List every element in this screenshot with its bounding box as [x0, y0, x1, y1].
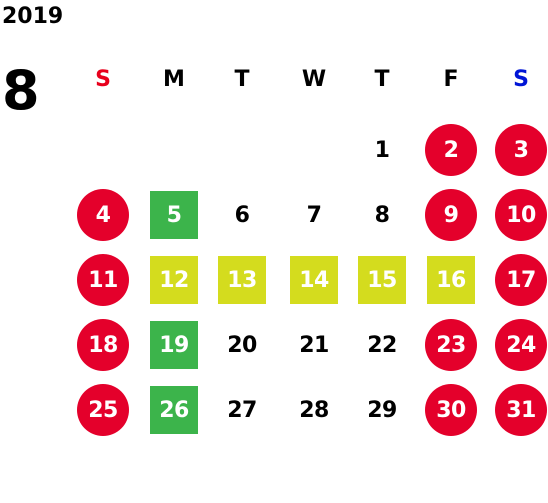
yellow-marked-day-number: 12	[150, 256, 198, 304]
weekday-header: W	[301, 67, 327, 92]
weekday-header: F	[443, 67, 459, 92]
holiday-day-number: 10	[495, 189, 547, 241]
day-cell[interactable]: 30	[423, 382, 479, 438]
weekday-header: M	[163, 67, 185, 92]
day-cell[interactable]: 1	[354, 122, 410, 178]
holiday-day-number: 9	[425, 189, 477, 241]
holiday-day-number: 11	[77, 254, 129, 306]
day-cell[interactable]: 11	[75, 252, 131, 308]
holiday-day-number: 3	[495, 124, 547, 176]
day-cell[interactable]: 6	[214, 187, 270, 243]
green-marked-day-number: 19	[150, 321, 198, 369]
day-number: 1	[374, 137, 390, 163]
day-number: 6	[234, 202, 250, 228]
day-cell[interactable]: 26	[146, 382, 202, 438]
calendar-year: 2019	[2, 4, 64, 29]
weekday-header: S	[513, 67, 529, 92]
day-number: 21	[299, 332, 329, 358]
day-cell[interactable]: 21	[286, 317, 342, 373]
weekday-header: T	[234, 67, 250, 92]
day-cell[interactable]: 15	[354, 252, 410, 308]
day-cell[interactable]: 19	[146, 317, 202, 373]
day-cell[interactable]: 12	[146, 252, 202, 308]
day-cell[interactable]: 27	[214, 382, 270, 438]
day-number: 7	[306, 202, 322, 228]
day-cell[interactable]: 31	[493, 382, 548, 438]
day-cell[interactable]: 25	[75, 382, 131, 438]
day-cell[interactable]: 7	[286, 187, 342, 243]
calendar-month: 8	[2, 59, 40, 122]
holiday-day-number: 31	[495, 384, 547, 436]
day-number: 27	[227, 397, 257, 423]
day-cell[interactable]: 16	[423, 252, 479, 308]
day-cell[interactable]: 4	[75, 187, 131, 243]
weekday-header: T	[374, 67, 390, 92]
holiday-day-number: 2	[425, 124, 477, 176]
holiday-day-number: 25	[77, 384, 129, 436]
holiday-day-number: 30	[425, 384, 477, 436]
weekday-header: S	[95, 67, 111, 92]
holiday-day-number: 4	[77, 189, 129, 241]
day-cell[interactable]: 20	[214, 317, 270, 373]
day-cell[interactable]: 18	[75, 317, 131, 373]
day-cell[interactable]: 29	[354, 382, 410, 438]
day-cell[interactable]: 5	[146, 187, 202, 243]
day-cell[interactable]: 17	[493, 252, 548, 308]
green-marked-day-number: 26	[150, 386, 198, 434]
yellow-marked-day-number: 16	[427, 256, 475, 304]
day-number: 8	[374, 202, 390, 228]
day-cell[interactable]: 28	[286, 382, 342, 438]
day-cell[interactable]: 9	[423, 187, 479, 243]
green-marked-day-number: 5	[150, 191, 198, 239]
day-cell[interactable]: 10	[493, 187, 548, 243]
day-cell[interactable]: 2	[423, 122, 479, 178]
day-number: 29	[367, 397, 397, 423]
yellow-marked-day-number: 13	[218, 256, 266, 304]
day-number: 28	[299, 397, 329, 423]
yellow-marked-day-number: 14	[290, 256, 338, 304]
day-cell[interactable]: 23	[423, 317, 479, 373]
day-number: 22	[367, 332, 397, 358]
day-cell[interactable]: 24	[493, 317, 548, 373]
day-cell[interactable]: 13	[214, 252, 270, 308]
day-cell[interactable]: 14	[286, 252, 342, 308]
holiday-day-number: 24	[495, 319, 547, 371]
holiday-day-number: 23	[425, 319, 477, 371]
yellow-marked-day-number: 15	[358, 256, 406, 304]
day-cell[interactable]: 22	[354, 317, 410, 373]
holiday-day-number: 17	[495, 254, 547, 306]
holiday-day-number: 18	[77, 319, 129, 371]
day-number: 20	[227, 332, 257, 358]
day-cell[interactable]: 8	[354, 187, 410, 243]
day-cell[interactable]: 3	[493, 122, 548, 178]
